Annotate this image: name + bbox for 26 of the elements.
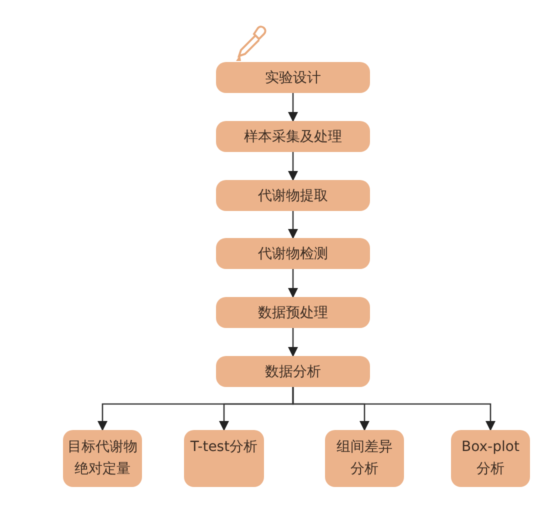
- arrow: [288, 328, 298, 357]
- step-label: 组间差异分析: [336, 438, 394, 479]
- process-box: [216, 180, 370, 211]
- step-label: Box-plot 分析: [460, 438, 520, 479]
- arrow: [292, 387, 496, 431]
- step-label: 数据预处理: [258, 304, 328, 322]
- step-label: 样本采集及处理: [244, 128, 342, 146]
- step-label: T-test分析: [190, 438, 258, 457]
- arrow: [288, 93, 298, 122]
- process-box: [216, 297, 370, 328]
- step-label: 代谢物检测: [258, 244, 328, 264]
- step-label: 数据分析: [265, 362, 321, 382]
- process-box: [184, 430, 264, 487]
- step-label: 实验设计: [265, 68, 321, 88]
- step-label: 目标代谢物绝对定量: [66, 438, 138, 479]
- process-box: [325, 430, 404, 487]
- arrow: [288, 269, 298, 298]
- arrow: [288, 211, 298, 239]
- arrow: [288, 152, 298, 181]
- process-box: [216, 121, 370, 152]
- process-box: [451, 430, 530, 487]
- process-box: [216, 356, 370, 387]
- process-box: [216, 62, 370, 93]
- step-label: 代谢物提取: [258, 186, 328, 206]
- process-box: [216, 238, 370, 269]
- process-box: [63, 430, 142, 487]
